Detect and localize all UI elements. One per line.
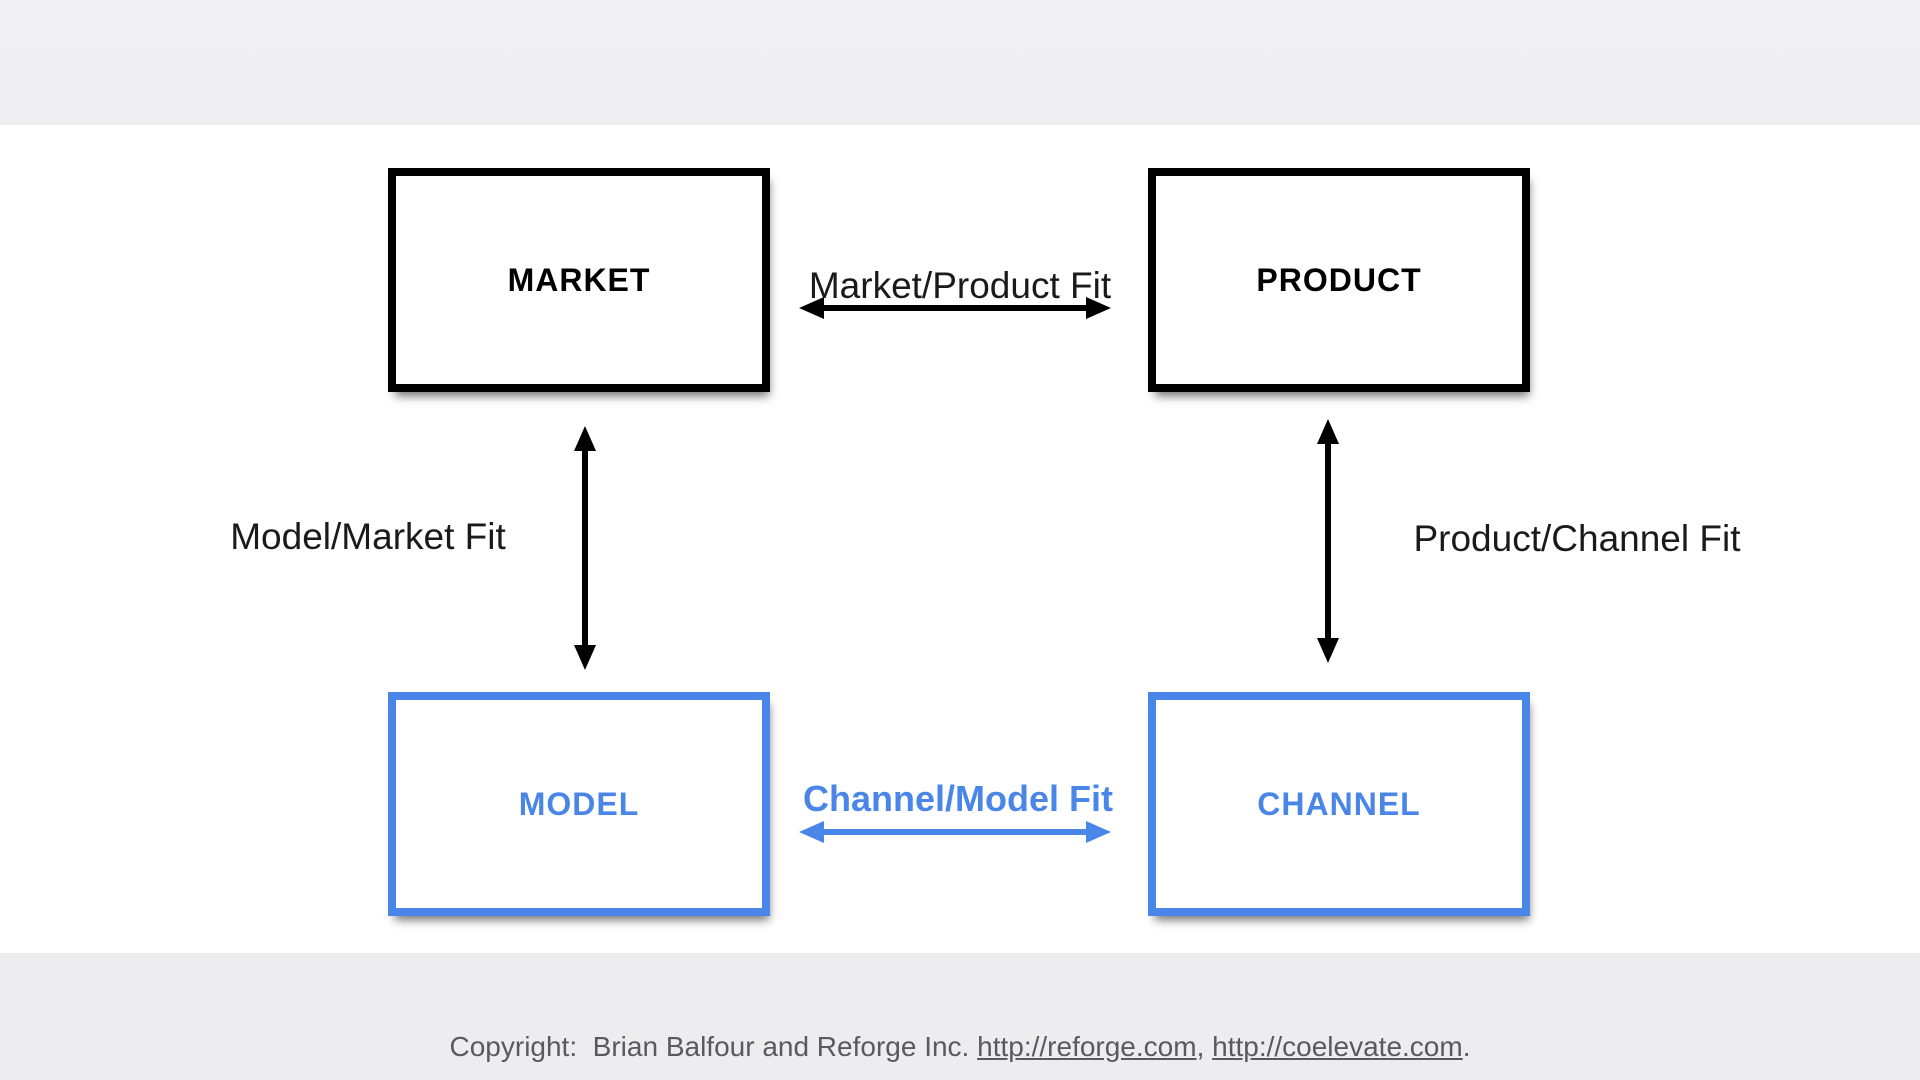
- product-box: PRODUCT: [1148, 168, 1530, 392]
- model-market-fit-label: Model/Market Fit: [230, 516, 506, 557]
- coelevate-link[interactable]: http://coelevate.com: [1212, 1031, 1463, 1062]
- model-box: MODEL: [388, 692, 770, 916]
- link-separator: ,: [1196, 1031, 1213, 1062]
- copyright-footer: Copyright: Brian Balfour and Reforge Inc…: [0, 1031, 1920, 1063]
- product-box-label: PRODUCT: [1256, 261, 1422, 298]
- channel-box: CHANNEL: [1148, 692, 1530, 916]
- reforge-link[interactable]: http://reforge.com: [977, 1031, 1197, 1062]
- product-channel-fit-label: Product/Channel Fit: [1413, 518, 1741, 559]
- market-product-fit-label: Market/Product Fit: [808, 265, 1112, 306]
- model-market-double-arrow-icon: [574, 426, 596, 670]
- product-channel-double-arrow-icon: [1317, 419, 1339, 663]
- copyright-period: .: [1462, 1031, 1471, 1062]
- channel-box-label: CHANNEL: [1257, 785, 1421, 822]
- market-box: MARKET: [388, 168, 770, 392]
- top-gray-band: [0, 0, 1920, 125]
- market-product-double-arrow-icon: [799, 297, 1111, 319]
- market-box-label: MARKET: [507, 261, 651, 298]
- channel-model-fit-label: Channel/Model Fit: [803, 778, 1113, 819]
- model-box-label: MODEL: [518, 785, 640, 822]
- channel-model-double-arrow-icon: [799, 821, 1111, 843]
- bottom-gray-band: [0, 953, 1920, 1080]
- copyright-text: Copyright: Brian Balfour and Reforge Inc…: [449, 1031, 978, 1062]
